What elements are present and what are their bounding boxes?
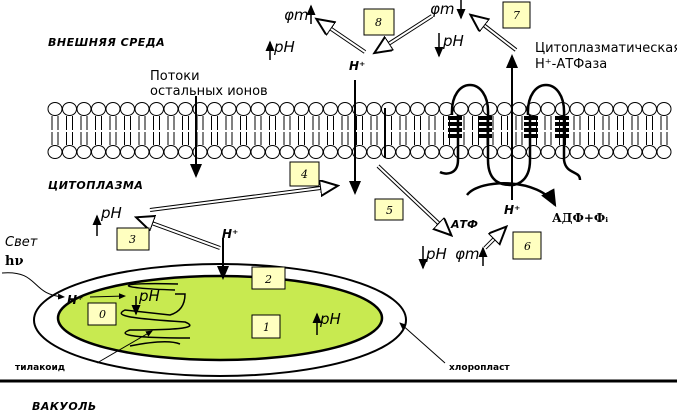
light-arrow bbox=[1, 272, 65, 300]
cytoplasm-label: ЦИТОПЛАЗМА bbox=[48, 179, 143, 192]
thylakoid-label: тилакоид bbox=[15, 363, 65, 373]
chloroplast-label: хлоропласт bbox=[449, 363, 510, 373]
vacuole-label: ВАКУОЛЬ bbox=[32, 400, 97, 412]
ph-thylakoid: pH bbox=[138, 287, 160, 305]
atp-label: АТФ bbox=[450, 218, 478, 231]
h-plus-thylakoid: H⁺ bbox=[67, 293, 83, 307]
ph-cytoplasm-left: pH bbox=[100, 204, 122, 222]
atpase-label-2: H⁺-АТФаза bbox=[535, 57, 607, 72]
step-box-0: 0 bbox=[87, 302, 117, 326]
step-box-8: 8 bbox=[363, 8, 395, 36]
atpase-helices bbox=[448, 116, 569, 138]
hv-label: hν bbox=[5, 254, 23, 269]
h-plus-arrow bbox=[89, 293, 126, 300]
step-box-3: 3 bbox=[116, 227, 150, 251]
step-box-1: 1 bbox=[251, 314, 281, 339]
adp-label: АДФ+Фᵢ bbox=[552, 211, 608, 225]
ph-cytoplasm-right: pH bbox=[425, 245, 447, 263]
svg-text:2: 2 bbox=[264, 273, 272, 286]
ph-stroma: pH bbox=[319, 310, 341, 328]
step-box-4: 4 bbox=[289, 161, 320, 187]
h-plus-chloroplast: H⁺ bbox=[222, 227, 238, 241]
step-box-6: 6 bbox=[512, 231, 542, 260]
svg-text:6: 6 bbox=[524, 240, 531, 253]
svg-text:0: 0 bbox=[99, 308, 106, 321]
outer-medium-label: ВНЕШНЯЯ СРЕДА bbox=[48, 36, 165, 49]
atpase-protein bbox=[439, 83, 582, 208]
step-box-5: 5 bbox=[374, 198, 404, 221]
thylakoid-pointer bbox=[96, 330, 153, 364]
atpase-label-1: Цитоплазматическая bbox=[535, 41, 677, 56]
step-box-7: 7 bbox=[502, 1, 531, 29]
thylakoid-membranes bbox=[120, 282, 191, 347]
chloroplast-pointer bbox=[399, 322, 446, 364]
h-plus-top: H⁺ bbox=[349, 59, 365, 73]
svg-text:5: 5 bbox=[386, 204, 393, 217]
svg-text:3: 3 bbox=[129, 233, 136, 246]
svg-text:4: 4 bbox=[300, 168, 308, 181]
svg-text:7: 7 bbox=[513, 9, 520, 22]
phi-m-top-right: φm bbox=[430, 0, 455, 18]
step-box-2: 2 bbox=[251, 266, 286, 290]
svg-text:8: 8 bbox=[375, 16, 382, 29]
ion-flows-label-2: остальных ионов bbox=[150, 84, 268, 99]
light-label: Свет bbox=[5, 235, 38, 250]
ion-flows-label-1: Потоки bbox=[150, 69, 200, 84]
phi-m-cytoplasm: φm bbox=[455, 245, 480, 263]
plasma-membrane bbox=[47, 102, 672, 159]
phi-m-top-left: φm bbox=[284, 6, 309, 24]
ph-top-left: pH bbox=[273, 38, 295, 56]
svg-text:1: 1 bbox=[263, 321, 270, 334]
h-plus-atpase: H⁺ bbox=[504, 203, 520, 217]
ph-top-right: pH bbox=[442, 32, 464, 50]
